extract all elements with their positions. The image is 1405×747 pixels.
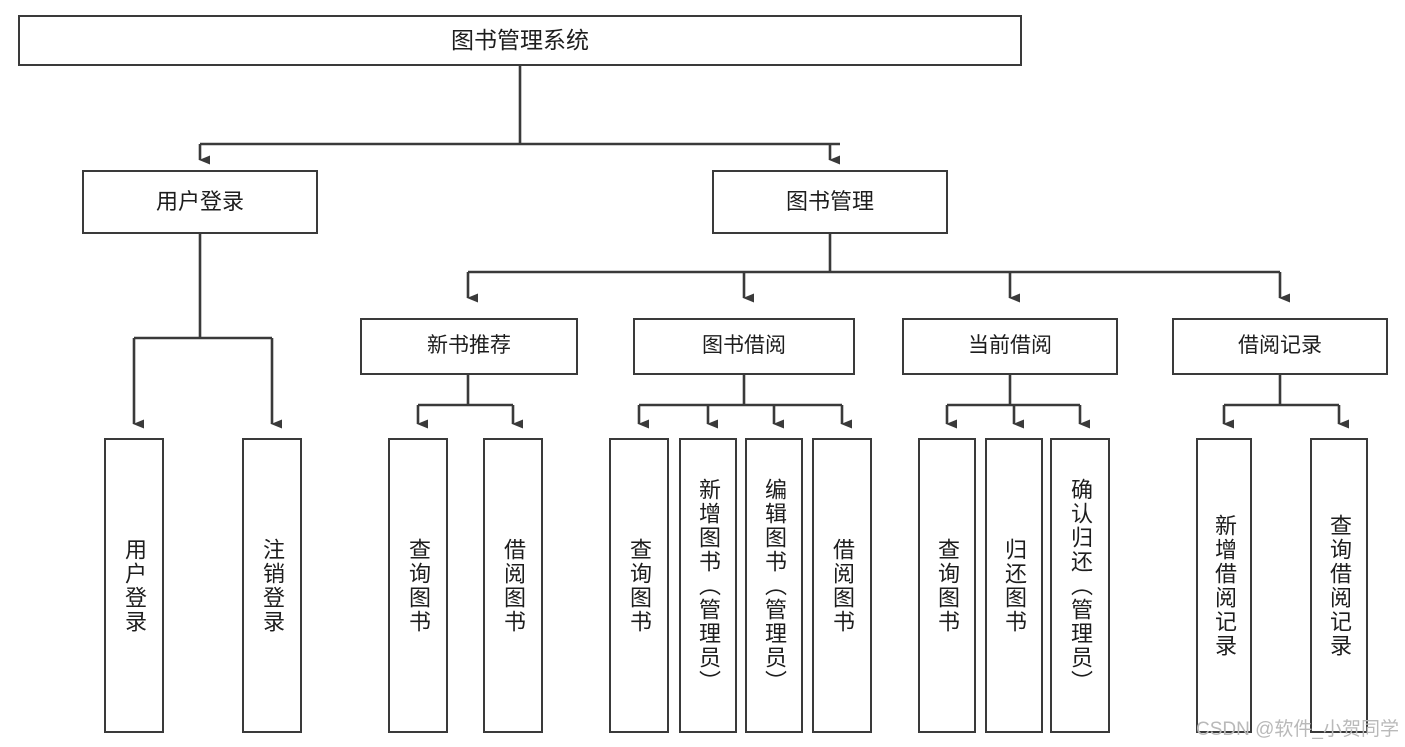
node-leaf-borrow-book-1-label: 借阅图书	[501, 537, 526, 634]
node-leaf-user-login[interactable]: 用户登录	[104, 438, 164, 733]
node-current-borrow[interactable]: 当前借阅	[902, 318, 1118, 375]
watermark: CSDN @软件_小贺同学	[1196, 719, 1399, 740]
node-leaf-logout[interactable]: 注销登录	[242, 438, 302, 733]
node-leaf-add-record-label: 新增借阅记录	[1212, 513, 1237, 658]
node-user-login[interactable]: 用户登录	[82, 170, 318, 234]
node-leaf-query-book-2[interactable]: 查询图书	[609, 438, 669, 733]
node-leaf-logout-label: 注销登录	[260, 537, 285, 634]
node-leaf-confirm-return-label: 确认归还（管理员）	[1068, 477, 1093, 694]
node-leaf-add-record[interactable]: 新增借阅记录	[1196, 438, 1252, 733]
node-borrow-record[interactable]: 借阅记录	[1172, 318, 1388, 375]
node-leaf-return-book[interactable]: 归还图书	[985, 438, 1043, 733]
node-leaf-query-book-2-label: 查询图书	[627, 537, 652, 634]
node-leaf-confirm-return[interactable]: 确认归还（管理员）	[1050, 438, 1110, 733]
node-leaf-query-book-3[interactable]: 查询图书	[918, 438, 976, 733]
node-leaf-add-book[interactable]: 新增图书（管理员）	[679, 438, 737, 733]
node-leaf-borrow-book-1[interactable]: 借阅图书	[483, 438, 543, 733]
node-root[interactable]: 图书管理系统	[18, 15, 1022, 66]
node-leaf-borrow-book-2-label: 借阅图书	[830, 537, 855, 634]
node-new-book-rec[interactable]: 新书推荐	[360, 318, 578, 375]
node-new-book-rec-label: 新书推荐	[427, 334, 511, 358]
node-book-manage[interactable]: 图书管理	[712, 170, 948, 234]
node-root-label: 图书管理系统	[451, 26, 589, 53]
node-leaf-query-record[interactable]: 查询借阅记录	[1310, 438, 1368, 733]
node-leaf-edit-book-label: 编辑图书（管理员）	[762, 477, 787, 694]
node-book-manage-label: 图书管理	[785, 189, 874, 215]
node-leaf-query-book-1[interactable]: 查询图书	[388, 438, 448, 733]
node-leaf-user-login-label: 用户登录	[122, 537, 147, 634]
node-leaf-borrow-book-2[interactable]: 借阅图书	[812, 438, 872, 733]
node-book-borrow[interactable]: 图书借阅	[633, 318, 855, 375]
node-leaf-add-book-label: 新增图书（管理员）	[696, 477, 721, 694]
node-leaf-query-book-1-label: 查询图书	[406, 537, 431, 634]
node-leaf-edit-book[interactable]: 编辑图书（管理员）	[745, 438, 803, 733]
node-leaf-query-record-label: 查询借阅记录	[1327, 513, 1352, 658]
node-book-borrow-label: 图书借阅	[702, 334, 786, 358]
node-borrow-record-label: 借阅记录	[1238, 334, 1322, 358]
node-leaf-return-book-label: 归还图书	[1002, 537, 1027, 634]
node-current-borrow-label: 当前借阅	[968, 334, 1052, 358]
node-user-login-label: 用户登录	[155, 189, 244, 215]
node-leaf-query-book-3-label: 查询图书	[935, 537, 960, 634]
